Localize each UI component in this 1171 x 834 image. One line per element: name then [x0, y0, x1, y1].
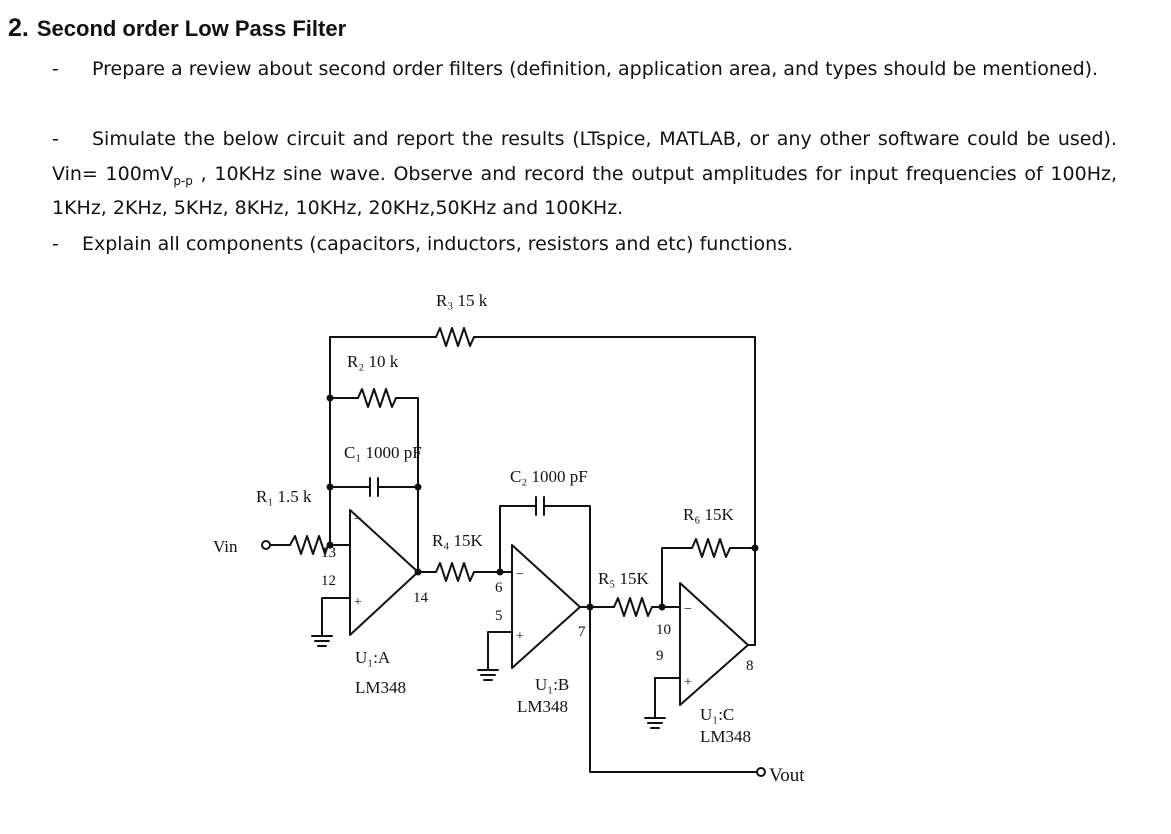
capacitor-c2-symbol [535, 496, 545, 516]
task-bullet: - [52, 233, 59, 255]
junction-u1c-minus [658, 603, 666, 611]
junction-r6-right [751, 544, 759, 552]
resistor-r5-symbol [613, 597, 653, 617]
task-item-explain: - Explain all components (capacitors, ind… [52, 227, 1117, 262]
u1c-part: LM348 [700, 727, 751, 746]
resistor-r6-symbol [691, 538, 731, 558]
task-bullet: - [52, 58, 59, 80]
junction-c1-left [326, 483, 334, 491]
resistor-r1-symbol [289, 535, 329, 555]
u1c-pin-8: 8 [746, 658, 754, 674]
wire-vout [589, 606, 758, 773]
r5-label: R₅ 15K [598, 569, 650, 588]
task-text: Prepare a review about second order filt… [92, 58, 1099, 80]
u1b-plus-sign: + [516, 629, 524, 644]
capacitor-c1-symbol [369, 477, 379, 497]
u1c-minus-sign: − [684, 602, 692, 617]
wire-u1c-plus [654, 677, 681, 711]
wire-r3-right [473, 336, 756, 549]
section-title: Second order Low Pass Filter [36, 16, 347, 41]
wire-c1-right [377, 486, 419, 573]
opamp-u1a-symbol [349, 509, 419, 636]
u1a-plus-sign: + [354, 595, 362, 610]
ground-u1c-symbol [644, 709, 666, 729]
wire-u1b-plus [487, 631, 513, 663]
wire-r2-right [395, 397, 419, 488]
vout-terminal [756, 767, 766, 777]
junction-u1b-minus [496, 568, 504, 576]
c2-label: C₂ 1000 pF [510, 467, 588, 486]
u1c-pin-9: 9 [656, 648, 664, 664]
vin-subscript: p-p [173, 173, 193, 188]
u1a-pin-12: 12 [321, 573, 336, 589]
u1c-plus-sign: + [684, 675, 692, 690]
resistor-r4-symbol [435, 562, 475, 582]
u1a-pin-13: 13 [321, 545, 336, 561]
u1b-minus-sign: − [516, 567, 524, 582]
section-heading: 2. Second order Low Pass Filter [8, 14, 346, 43]
ground-u1b-symbol [477, 661, 499, 681]
wire-c2-feedback-left [499, 505, 537, 573]
vin-label: Vin [213, 537, 238, 556]
task-bullet: - [52, 128, 59, 150]
task-text: Explain all components (capacitors, indu… [82, 233, 794, 255]
r2-label: R₂ 10 k [347, 352, 399, 371]
u1b-pin-7: 7 [578, 624, 586, 640]
opamp-u1c-symbol [679, 582, 749, 706]
u1a-name: U₁:A [355, 648, 391, 667]
ground-u1a-symbol [311, 627, 333, 647]
junction-r2-c1-left [326, 394, 334, 402]
u1c-name: U₁:C [700, 705, 734, 724]
task-item-review: - Prepare a review about second order fil… [52, 52, 1117, 87]
task-text-end: , 10KHz sine wave. Observe and record th… [52, 162, 1117, 220]
wire-r6-feedback-left [661, 547, 693, 608]
u1a-pin-14: 14 [413, 590, 429, 606]
junction-node-a [326, 541, 334, 549]
junction-c1-right [414, 483, 422, 491]
task-item-simulate: -Simulate the below circuit and report t… [52, 122, 1117, 226]
c1-label: C₁ 1000 pF [344, 443, 422, 462]
u1b-pin-6: 6 [495, 580, 503, 596]
junction-u1b-output [586, 603, 594, 611]
task-text-start: Simulate the below circuit and report th… [52, 128, 1117, 185]
resistor-r2-symbol [357, 388, 397, 408]
u1b-pin-5: 5 [495, 608, 503, 624]
r1-label: R₁ 1.5 k [256, 487, 312, 506]
u1a-part: LM348 [355, 678, 406, 697]
r4-label: R₄ 15K [432, 531, 484, 550]
u1b-part: LM348 [517, 697, 568, 716]
junction-u1a-output [414, 568, 422, 576]
wire-r6-feedback-right [729, 547, 756, 646]
u1c-pin-10: 10 [656, 622, 671, 638]
wire-c2-feedback-right [543, 505, 591, 608]
vout-label: Vout [769, 765, 805, 786]
r6-label: R₆ 15K [683, 505, 735, 524]
vin-terminal [261, 540, 271, 550]
resistor-r3-symbol [435, 327, 475, 347]
u1b-name: U₁:B [535, 675, 569, 694]
opamp-u1b-symbol [511, 544, 581, 669]
u1a-minus-sign: − [354, 512, 362, 527]
section-number: 2. [8, 14, 29, 42]
r3-label: R₃ 15 k [436, 291, 488, 310]
wire-u1a-plus [321, 597, 351, 629]
